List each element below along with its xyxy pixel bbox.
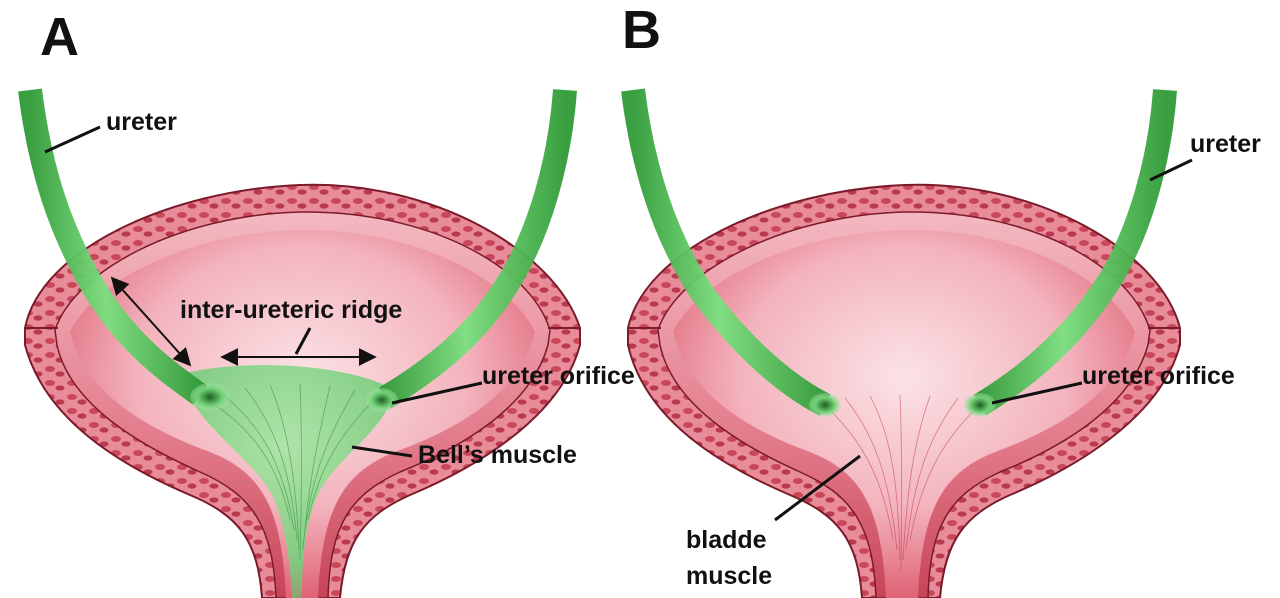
left-ureter — [18, 88, 207, 405]
bladder-lumen — [673, 229, 1135, 598]
left-ureter-orifice — [809, 393, 841, 417]
orifice-leader-line — [991, 381, 1083, 405]
bells-muscle-label: Bell’s muscle — [418, 441, 577, 469]
right-ureter-orifice — [964, 393, 996, 417]
bladder-muscle-label-line1: bladde — [686, 526, 767, 554]
left-ureter — [621, 88, 831, 416]
bladder-muscle-leader-line — [774, 454, 861, 522]
panel-b-letter: B — [622, 0, 661, 60]
bells-muscle — [178, 365, 395, 598]
right-ureter-orifice — [366, 388, 398, 412]
ureter-label: ureter — [106, 108, 177, 136]
panel-a: A ureter inter-ureteric ridge ureter ori… — [18, 7, 635, 598]
right-ureter — [973, 89, 1177, 416]
right-ureter — [378, 89, 577, 409]
ridge-leader-line — [294, 327, 312, 355]
ureter-orifice-label: ureter orifice — [1082, 362, 1235, 390]
panel-b: B ureter ureter orifice bladde muscle — [621, 0, 1261, 598]
orifice-leader-line — [391, 381, 483, 405]
left-ureter-orifice — [190, 383, 230, 411]
bells-muscle-fibers — [199, 383, 379, 561]
bladder-muscle-label-line2: muscle — [686, 562, 772, 590]
ureter-leader-line — [1149, 158, 1193, 182]
panel-a-letter: A — [40, 7, 79, 67]
inter-ureteric-ridge-label: inter-ureteric ridge — [180, 296, 402, 324]
bells-leader-line — [351, 445, 413, 458]
ureter-leader-line — [44, 125, 101, 154]
ureter-orifice-label: ureter orifice — [482, 362, 635, 390]
ridge-diagonal-arrow — [110, 276, 192, 367]
ureter-label: ureter — [1190, 130, 1261, 158]
